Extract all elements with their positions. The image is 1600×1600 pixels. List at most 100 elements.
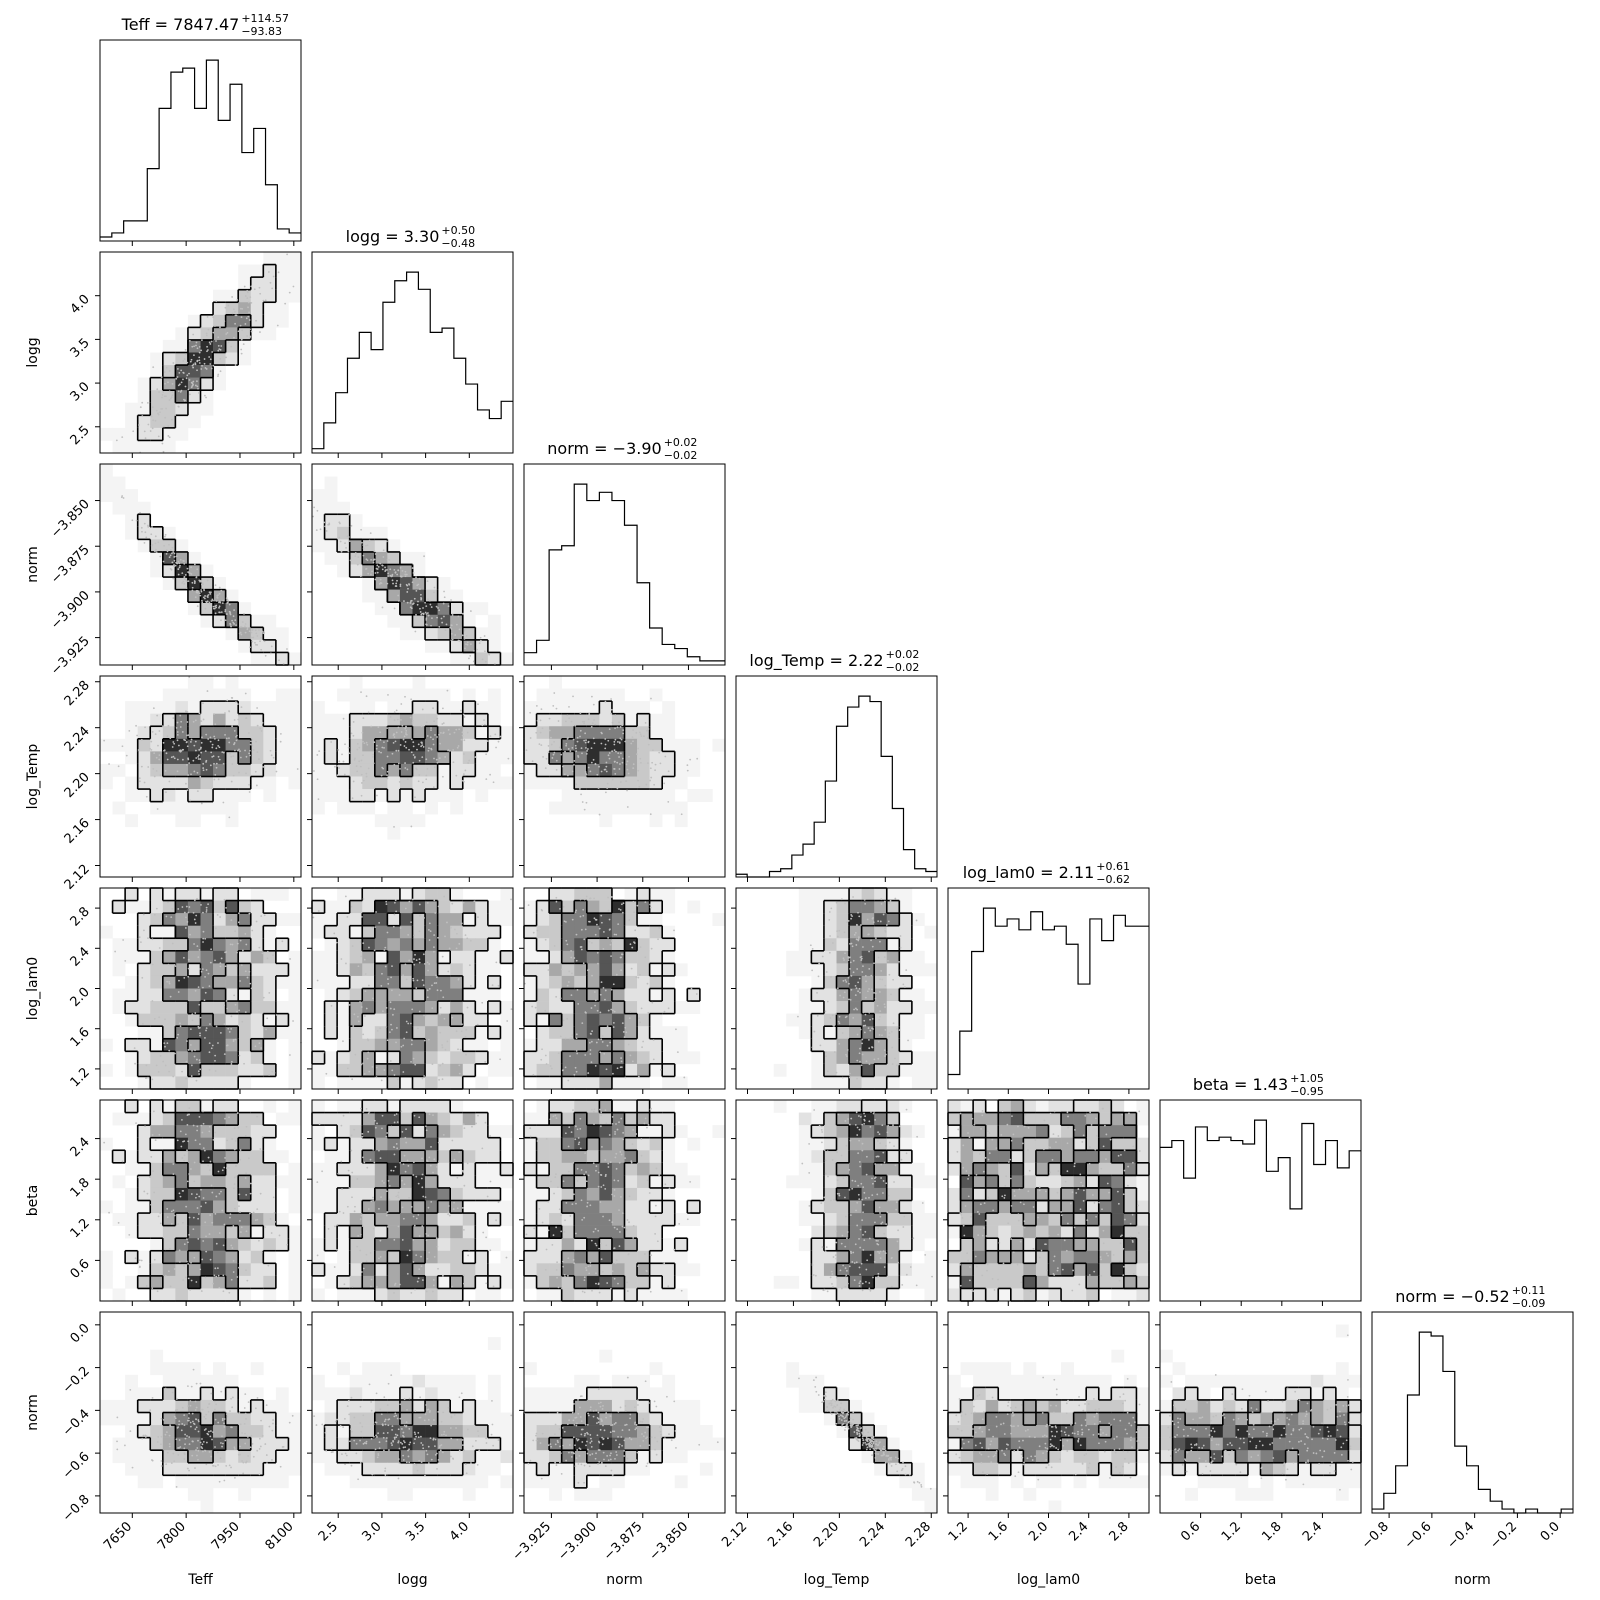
sample-point: [197, 754, 200, 757]
sample-point: [600, 914, 603, 917]
sample-point: [880, 902, 883, 905]
sample-point: [156, 412, 159, 415]
sample-point: [547, 744, 550, 747]
density-cell: [312, 514, 325, 528]
sample-point: [259, 640, 261, 643]
sample-point: [179, 564, 181, 567]
sample-point: [469, 654, 472, 657]
y-tick-label-3: 2.12: [62, 862, 93, 893]
density-cell: [225, 1076, 239, 1090]
density-cell: [187, 676, 201, 689]
sample-point: [363, 958, 366, 961]
density-cell: [437, 950, 451, 964]
sample-point: [387, 694, 389, 696]
sample-point: [418, 930, 421, 933]
sample-point: [428, 987, 431, 990]
sample-point: [411, 721, 414, 724]
sample-point: [652, 1058, 655, 1061]
density-cell: [662, 988, 676, 1002]
density-cell: [649, 1001, 663, 1014]
density-cell: [399, 801, 413, 815]
density-cell: [250, 988, 264, 1002]
sample-point: [195, 749, 197, 752]
sample-point: [410, 607, 413, 610]
density-cell: [450, 1001, 464, 1014]
density-cell: [238, 900, 252, 914]
sample-point: [442, 722, 445, 725]
density-cell: [524, 1038, 537, 1052]
density-cell: [125, 440, 138, 454]
sample-point: [173, 556, 176, 558]
density-cell: [450, 1038, 464, 1052]
sample-point: [391, 579, 394, 582]
sample-point: [432, 738, 434, 741]
sample-point: [574, 744, 577, 747]
density-cell: [574, 763, 588, 777]
sample-point: [438, 733, 440, 736]
sample-point: [830, 907, 833, 910]
sample-point: [650, 697, 652, 700]
sample-point: [630, 967, 633, 970]
sample-point: [461, 612, 464, 615]
sample-point: [198, 356, 201, 359]
density-cell: [387, 1051, 401, 1065]
sample-point: [384, 946, 387, 949]
density-cell: [275, 264, 289, 278]
sample-point: [225, 597, 228, 600]
sample-point: [210, 340, 213, 343]
sample-point: [169, 549, 172, 551]
sample-point: [213, 737, 216, 740]
density-cell: [536, 713, 550, 727]
sample-point: [322, 1051, 325, 1054]
density-cell: [275, 314, 289, 328]
density-cell: [561, 801, 575, 815]
sample-point: [209, 358, 212, 361]
sample-point: [151, 938, 154, 941]
sample-point: [573, 760, 576, 762]
density-cell: [175, 352, 189, 366]
density-cell: [574, 789, 588, 802]
sample-point: [187, 1049, 190, 1051]
sample-point: [226, 699, 229, 702]
density-cell: [524, 1013, 537, 1027]
density-cell: [924, 1001, 938, 1014]
sample-point: [206, 596, 209, 598]
sample-point: [199, 1034, 201, 1037]
density-cell: [200, 352, 214, 366]
density-cell: [238, 639, 252, 653]
sample-point: [541, 1048, 543, 1051]
density-cell: [649, 688, 663, 702]
sample-point: [234, 322, 236, 325]
density-cell: [425, 988, 438, 1002]
sample-point: [373, 550, 376, 553]
sample-point: [209, 593, 212, 595]
sample-point: [430, 727, 432, 729]
sample-point: [230, 1015, 233, 1018]
sample-point: [569, 1055, 571, 1058]
sample-point: [415, 576, 417, 579]
sample-point: [204, 937, 207, 940]
sample-point: [159, 555, 162, 558]
sample-point: [219, 916, 222, 918]
sample-point: [372, 753, 375, 756]
sample-point: [239, 756, 242, 759]
sample-point: [194, 596, 197, 599]
sample-point: [406, 601, 409, 604]
sample-point: [579, 898, 582, 901]
sample-point: [356, 743, 359, 745]
density-cell: [387, 1076, 401, 1090]
density-cell: [175, 1013, 189, 1027]
density-cell: [475, 938, 489, 952]
sample-point: [218, 592, 221, 595]
sample-point: [641, 1046, 643, 1049]
sample-point: [156, 388, 159, 391]
sample-point: [189, 1044, 192, 1046]
density-cell: [187, 602, 201, 616]
density-cell: [450, 900, 464, 914]
sample-point: [236, 942, 239, 945]
density-cell: [387, 589, 401, 603]
sample-point: [476, 1023, 479, 1026]
sample-point: [433, 757, 435, 760]
sample-point: [271, 1070, 274, 1073]
density-cell: [574, 963, 588, 977]
